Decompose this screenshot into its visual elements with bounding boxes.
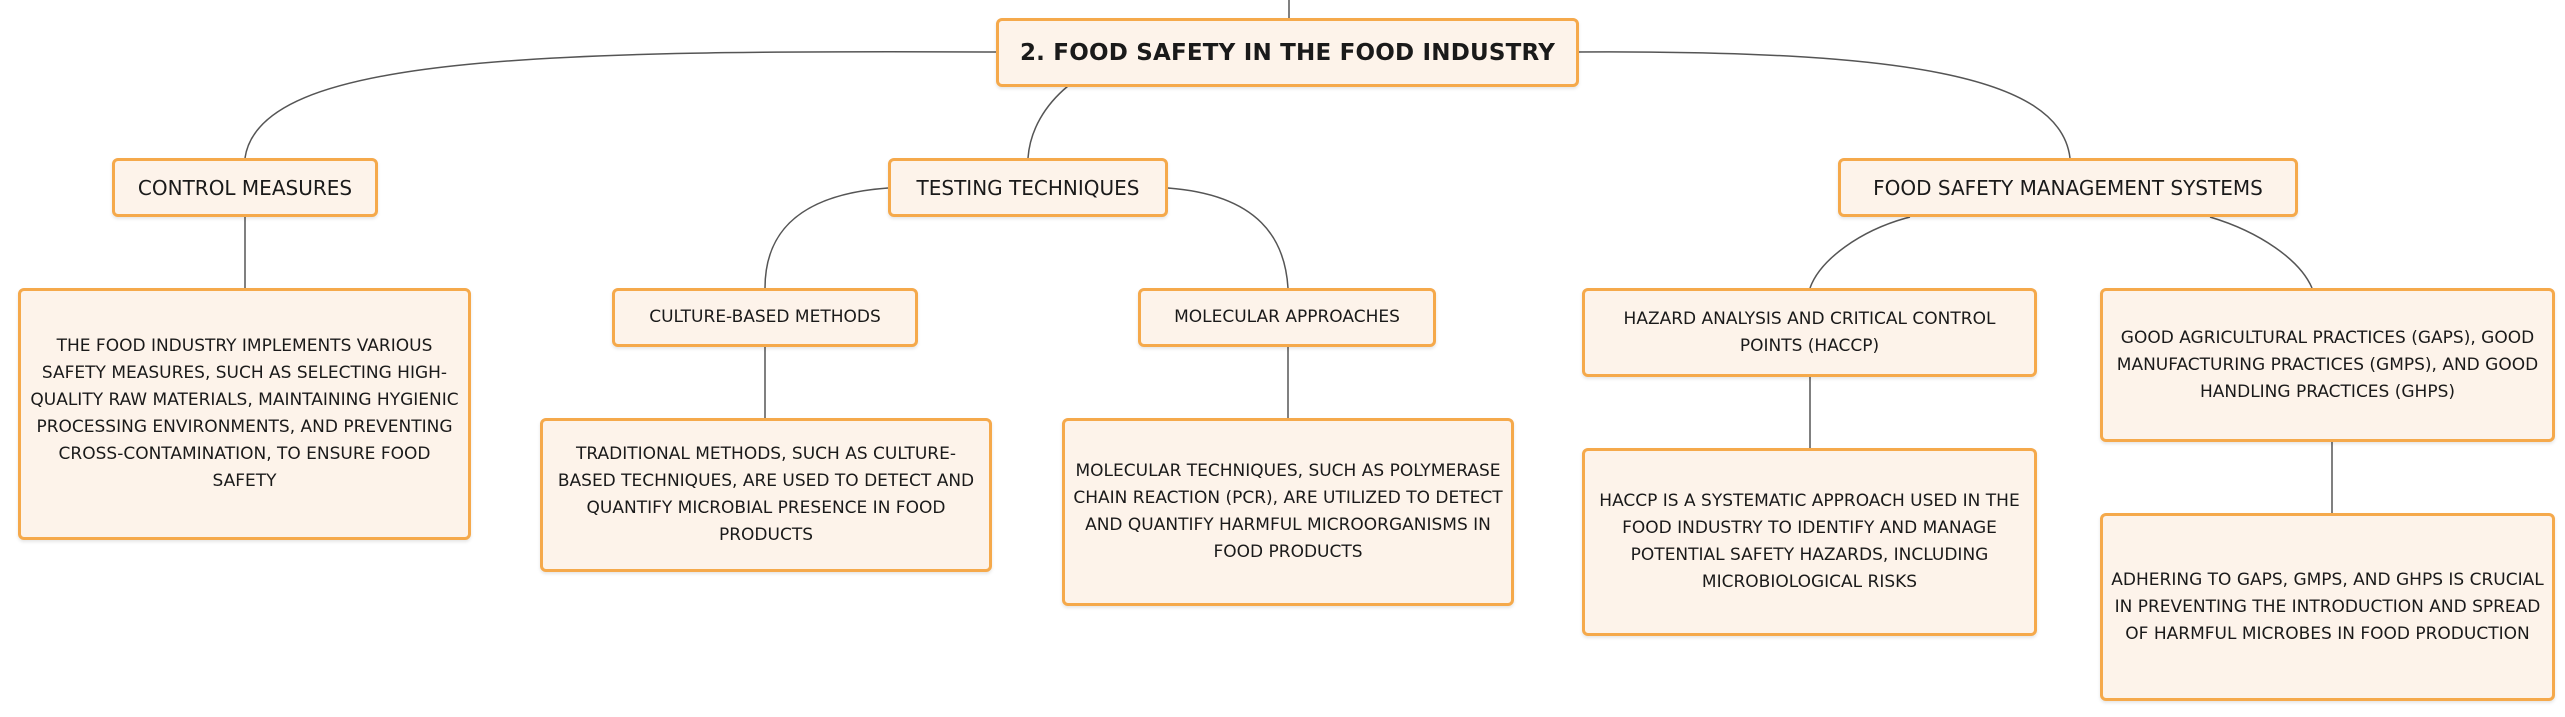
haccp-label: HAZARD ANALYSIS AND CRITICAL CONTROL POI… [1623,308,1996,356]
root-title: 2. FOOD SAFETY IN THE FOOD INDUSTRY [1019,39,1556,66]
testing-techniques-node[interactable]: TESTING TECHNIQUES [888,158,1168,217]
testing-techniques-label: TESTING TECHNIQUES [916,175,1140,200]
control-measures-label: CONTROL MEASURES [137,175,353,200]
control-measures-detail[interactable]: THE FOOD INDUSTRY IMPLEMENTS VARIOUS SAF… [18,288,471,540]
molecular-approaches-node[interactable]: MOLECULAR APPROACHES [1138,288,1436,347]
molecular-approaches-detail-text: MOLECULAR TECHNIQUES, SUCH AS POLYMERASE… [1073,461,1503,562]
culture-based-label: CULTURE-BASED METHODS [649,307,881,327]
fsms-label: FOOD SAFETY MANAGEMENT SYSTEMS [1873,175,2263,200]
connector-testing-molecular [1167,187,1289,289]
culture-based-node[interactable]: CULTURE-BASED METHODS [612,288,918,347]
haccp-detail-text: HACCP IS A SYSTEMATIC APPROACH USED IN T… [1599,491,2020,592]
connector-fsms-gaps [2209,216,2313,289]
control-measures-detail-text: THE FOOD INDUSTRY IMPLEMENTS VARIOUS SAF… [30,336,459,491]
haccp-node[interactable]: HAZARD ANALYSIS AND CRITICAL CONTROL POI… [1582,288,2037,377]
connector-fsms-haccp [1809,216,1911,289]
root-node[interactable]: 2. FOOD SAFETY IN THE FOOD INDUSTRY [996,18,1579,87]
molecular-approaches-label: MOLECULAR APPROACHES [1174,307,1400,327]
gaps-gmps-ghps-label: GOOD AGRICULTURAL PRACTICES (GAPS), GOOD… [2116,327,2539,402]
gaps-gmps-ghps-detail-text: ADHERING TO GAPS, GMPS, AND GHPS IS CRUC… [2111,569,2544,644]
connector-root-testing [1027,85,1069,159]
gaps-gmps-ghps-detail[interactable]: ADHERING TO GAPS, GMPS, AND GHPS IS CRUC… [2100,513,2555,701]
control-measures-node[interactable]: CONTROL MEASURES [112,158,378,217]
haccp-detail[interactable]: HACCP IS A SYSTEMATIC APPROACH USED IN T… [1582,448,2037,636]
fsms-node[interactable]: FOOD SAFETY MANAGEMENT SYSTEMS [1838,158,2298,217]
culture-based-detail-text: TRADITIONAL METHODS, SUCH AS CULTURE-BAS… [557,444,975,545]
gaps-gmps-ghps-node[interactable]: GOOD AGRICULTURAL PRACTICES (GAPS), GOOD… [2100,288,2555,442]
culture-based-detail[interactable]: TRADITIONAL METHODS, SUCH AS CULTURE-BAS… [540,418,992,572]
connector-testing-culture [764,187,889,289]
connector-root-fsms [1574,51,2071,159]
connector-root-control [244,50,1001,159]
molecular-approaches-detail[interactable]: MOLECULAR TECHNIQUES, SUCH AS POLYMERASE… [1062,418,1514,606]
